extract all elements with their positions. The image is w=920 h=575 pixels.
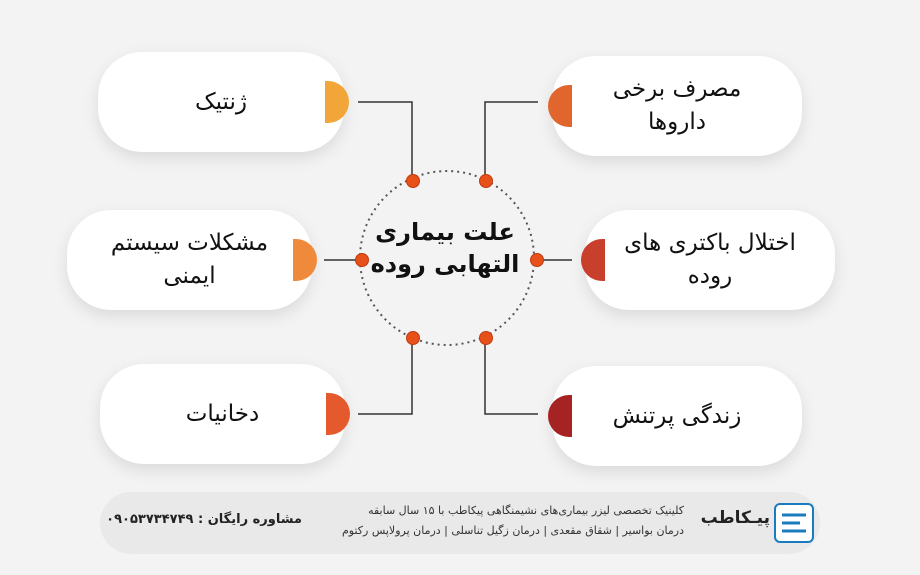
free-consultation-phone: مشاوره رایگان : ۰۹۰۵۳۷۳۴۷۴۹ — [106, 512, 302, 527]
cause-drugs: مصرف برخی داروها — [552, 56, 802, 156]
center-title-line1: علت بیماری — [375, 218, 515, 246]
cause-bacteria-label: اختلال باکتری های روده — [624, 230, 796, 289]
connector-smoking — [358, 338, 413, 415]
cause-drugs-label: مصرف برخی داروها — [612, 76, 742, 135]
cause-genetic-label: ژنتیک — [195, 88, 247, 115]
cause-smoking: دخانیات — [100, 364, 345, 464]
footer-desc-line2: درمان بواسیر | شقاق مقعدی | درمان زگیل ت… — [341, 524, 684, 537]
center-title: علت بیماری التهابی روده — [352, 216, 538, 280]
footer-desc-line1: کلینیک تخصصی لیزر بیماری‌های نشیمنگاهی پ… — [368, 504, 684, 517]
connector-genetic — [358, 101, 413, 180]
connector-dot — [530, 253, 544, 267]
connector-stress — [484, 338, 538, 415]
cause-smoking-label: دخانیات — [185, 400, 260, 427]
footer-bar — [100, 492, 820, 554]
brand-logo-icon — [774, 503, 814, 543]
footer-description: کلینیک تخصصی لیزر بیماری‌های نشیمنگاهی پ… — [318, 501, 684, 541]
brand-name: پیـکاطب — [700, 508, 770, 528]
cause-stress: زندگی پرتنش — [552, 366, 802, 466]
connector-dot — [406, 331, 420, 345]
center-title-line2: التهابی روده — [370, 250, 520, 278]
cause-stress-label: زندگی پرتنش — [612, 402, 742, 429]
cause-immune-label: مشکلات سیستم ایمنی — [110, 230, 269, 289]
connector-dot — [355, 253, 369, 267]
connector-drugs — [484, 101, 538, 180]
connector-dot — [479, 174, 493, 188]
connector-dot — [479, 331, 493, 345]
cause-immune: مشکلات سیستم ایمنی — [67, 210, 312, 310]
connector-dot — [406, 174, 420, 188]
cause-bacteria: اختلال باکتری های روده — [585, 210, 835, 310]
cause-genetic: ژنتیک — [98, 52, 344, 152]
